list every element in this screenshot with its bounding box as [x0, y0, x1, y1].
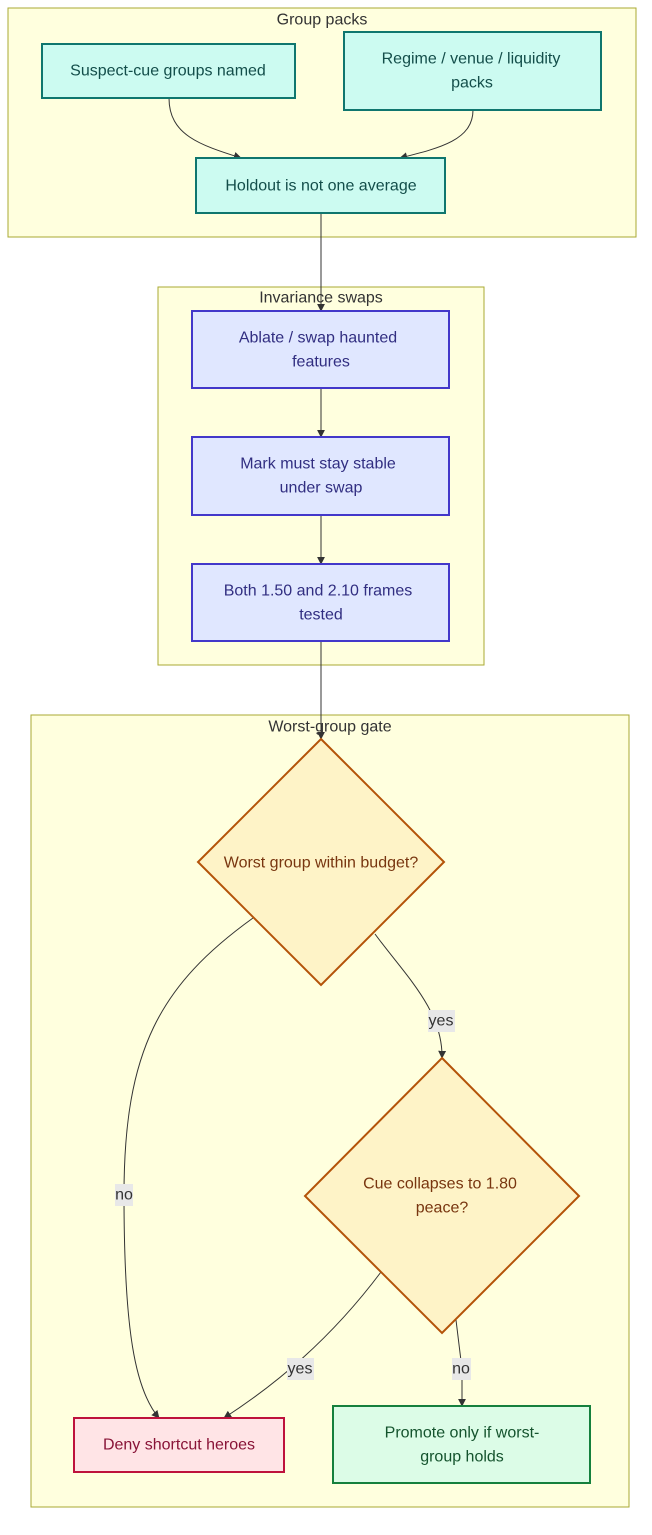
svg-text:features: features: [292, 354, 350, 371]
decision-worst-group-budget: Worst group within budget?: [196, 737, 446, 987]
svg-text:yes: yes: [429, 1013, 454, 1030]
svg-text:Ablate / swap haunted: Ablate / swap haunted: [239, 330, 397, 347]
svg-text:Regime / venue / liquidity: Regime / venue / liquidity: [382, 51, 561, 68]
node-ablate-swap: Ablate / swap haunted features: [191, 310, 450, 389]
node-regime-venue-liquidity: Regime / venue / liquidity packs: [343, 31, 602, 111]
edge-label-worst-no: no: [115, 1184, 133, 1206]
svg-text:peace?: peace?: [416, 1200, 469, 1217]
cluster-title-group-packs: Group packs: [277, 12, 368, 29]
svg-text:Mark must stay stable: Mark must stay stable: [240, 456, 396, 473]
edge-regime-to-holdout: [399, 109, 474, 161]
svg-text:Cue collapses to 1.80: Cue collapses to 1.80: [363, 1176, 517, 1193]
svg-text:Promote only if worst-: Promote only if worst-: [385, 1425, 540, 1442]
svg-text:no: no: [115, 1187, 133, 1204]
cluster-title-worst-group-gate: Worst-group gate: [268, 719, 391, 736]
svg-text:yes: yes: [288, 1361, 313, 1378]
svg-text:tested: tested: [299, 607, 343, 624]
svg-text:Suspect-cue groups named: Suspect-cue groups named: [70, 63, 266, 80]
edge-suspect-to-holdout: [168, 97, 242, 160]
node-deny-shortcut-heroes: Deny shortcut heroes: [73, 1417, 285, 1473]
svg-text:no: no: [452, 1361, 470, 1378]
edge-worst-yes: [374, 933, 447, 1059]
svg-text:packs: packs: [451, 75, 493, 92]
svg-text:Both 1.50 and 2.10 frames: Both 1.50 and 2.10 frames: [224, 583, 413, 600]
svg-text:under swap: under swap: [280, 480, 363, 497]
node-holdout: Holdout is not one average: [195, 157, 446, 214]
node-promote-worst-group: Promote only if worst- group holds: [332, 1405, 591, 1484]
edge-worst-no: [123, 917, 254, 1419]
edge-label-worst-yes: yes: [428, 1010, 455, 1032]
svg-text:Worst group within budget?: Worst group within budget?: [224, 855, 419, 872]
decision-cue-collapses: Cue collapses to 1.80 peace?: [303, 1056, 581, 1335]
edge-label-cue-yes: yes: [287, 1358, 314, 1380]
node-both-frames: Both 1.50 and 2.10 frames tested: [191, 563, 450, 642]
svg-text:Holdout is not one average: Holdout is not one average: [225, 178, 416, 195]
svg-text:group holds: group holds: [420, 1449, 504, 1466]
edge-label-cue-no: no: [452, 1358, 471, 1380]
svg-text:Deny shortcut heroes: Deny shortcut heroes: [103, 1437, 255, 1454]
node-suspect-cue-groups: Suspect-cue groups named: [41, 43, 296, 99]
node-mark-stable: Mark must stay stable under swap: [191, 436, 450, 516]
